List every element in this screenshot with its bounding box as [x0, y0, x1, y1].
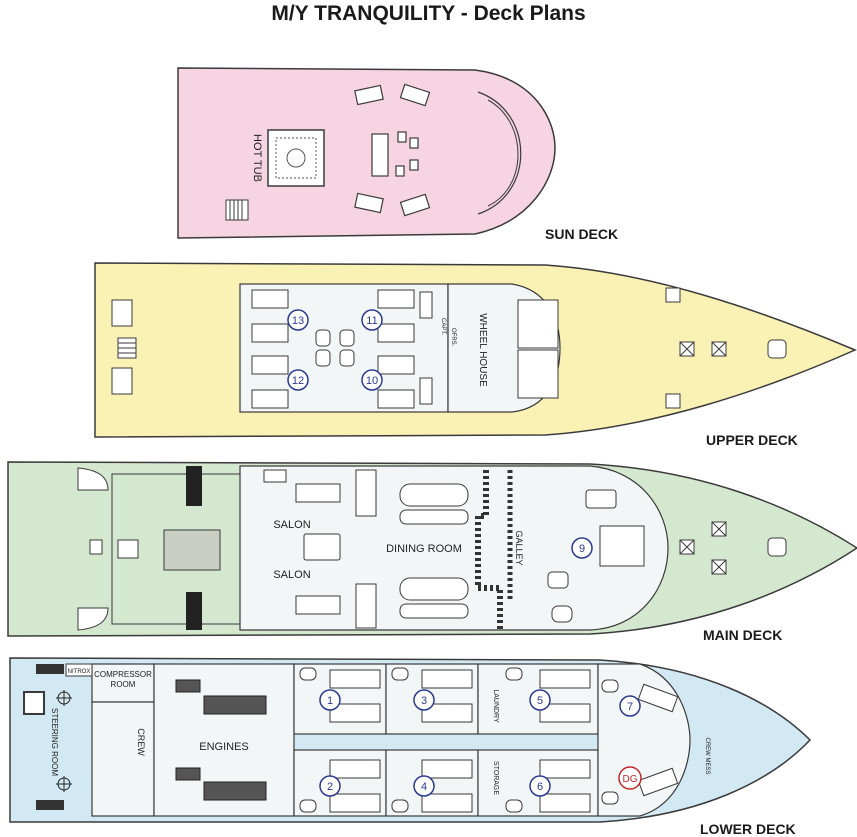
laundry-label: LAUNDRY [492, 689, 499, 723]
upper-deck: 13 11 12 10 CAPT. OFRS. WHEEL HOUSE UPPE… [94, 262, 857, 448]
svg-text:11: 11 [366, 315, 377, 327]
svg-text:12: 12 [292, 375, 304, 387]
svg-text:5: 5 [537, 695, 543, 707]
wheel-house-label: WHEEL HOUSE [477, 313, 488, 387]
steering-room-label: STEERING ROOM [50, 708, 59, 776]
svg-text:7: 7 [627, 701, 633, 713]
steering-crosses [56, 690, 72, 792]
upper-deck-stairs [111, 287, 681, 409]
sun-deck-stairs [225, 199, 249, 221]
svg-text:4: 4 [421, 781, 427, 793]
cabin-7: 7 [619, 695, 641, 717]
svg-text:9: 9 [579, 543, 585, 555]
main-interior [239, 465, 669, 631]
galley-wall [475, 470, 503, 630]
nitrox-box [65, 663, 93, 677]
compressor-room-label: COMPRESSOR ROOM [94, 670, 152, 689]
main-furniture [263, 469, 645, 629]
svg-text:13: 13 [292, 315, 304, 327]
cabin-5: 5 [529, 689, 551, 711]
engine-blocks [175, 679, 267, 801]
sun-deck-name: SUN DECK [545, 226, 618, 242]
sun-deck: HOT TUB SUN DECK [177, 67, 618, 242]
main-aft-deck [111, 473, 241, 625]
crew-label-lower: CREW [136, 728, 146, 756]
galley-label: GALLEY [514, 530, 524, 565]
salon-label-lower: SALON [273, 569, 310, 581]
upper-beds [251, 289, 559, 409]
svg-text:2: 2 [327, 781, 333, 793]
svg-text:10: 10 [366, 375, 378, 387]
main-deck: 9 SALON SALON DINING ROOM GALLEY MAIN DE… [7, 461, 857, 643]
engines-label: ENGINES [199, 741, 249, 753]
upper-deck-hatches [679, 339, 787, 359]
cabin-12: 12 [287, 369, 309, 391]
ofrs-label: OFRS. [450, 328, 456, 347]
capt-label: CAPT. [440, 318, 446, 335]
salon-label-upper: SALON [273, 519, 310, 531]
lower-deck: 1 2 3 4 5 6 7 DG NITROX [9, 657, 812, 837]
main-deck-name: MAIN DECK [703, 627, 782, 643]
svg-text:3: 3 [421, 695, 427, 707]
cabin-1: 1 [319, 689, 341, 711]
hot-tub-label: HOT TUB [251, 134, 263, 182]
lower-deck-name: LOWER DECK [700, 821, 796, 837]
aft-deck-mat [163, 529, 221, 571]
cabin-4: 4 [413, 775, 435, 797]
lower-beds [299, 667, 679, 813]
svg-text:DG: DG [623, 774, 638, 785]
sun-loungers [354, 83, 431, 217]
main-aft-stairs [77, 467, 341, 631]
svg-text:6: 6 [537, 781, 543, 793]
sun-deck-bow-curve [477, 91, 522, 215]
cabin-11: 11 [361, 309, 383, 331]
cabin-13: 13 [287, 309, 309, 331]
cabin-6: 6 [529, 775, 551, 797]
upper-deck-name: UPPER DECK [706, 432, 798, 448]
page-title: M/Y TRANQUILITY - Deck Plans [271, 2, 586, 25]
dining-room-label: DINING ROOM [386, 543, 462, 555]
nitrox-label: NITROX [68, 669, 91, 675]
crew-mess-label: CREW MESS [704, 737, 710, 774]
main-deck-hatches [679, 521, 787, 575]
cabin-dg: DG [618, 766, 642, 790]
cabin-3: 3 [413, 689, 435, 711]
cabin-9: 9 [571, 537, 593, 559]
hot-tub [267, 129, 325, 187]
storage-label: STORAGE [492, 761, 499, 795]
sun-deck-hull [177, 67, 556, 239]
svg-text:1: 1 [327, 695, 333, 707]
cabin-2: 2 [319, 775, 341, 797]
cabin-10: 10 [361, 369, 383, 391]
